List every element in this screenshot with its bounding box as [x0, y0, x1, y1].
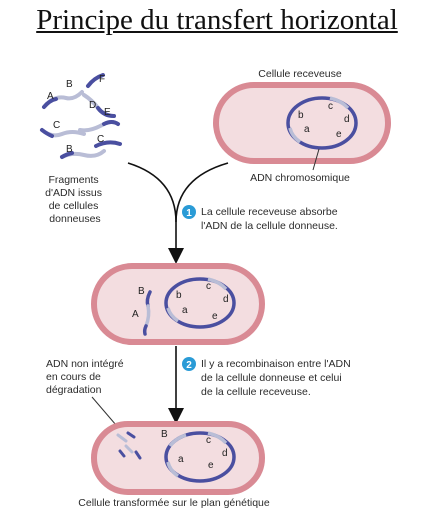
cell2-gene-label: A — [132, 309, 139, 320]
cell2-gene-label: d — [223, 294, 229, 305]
cell2-gene-label: b — [176, 290, 182, 301]
fragment-gene-label: B — [66, 79, 73, 90]
cell2-gene-label: a — [182, 305, 188, 316]
chromosomal-dna-pointer — [312, 148, 320, 171]
cell2-gene-label: e — [212, 311, 218, 322]
receiving-cell — [213, 82, 391, 164]
non-integrated-dna-label: ADN non intégré en cours de dégradation — [46, 358, 127, 396]
fragments-label: Fragments d'ADN issus de cellules donneu… — [45, 174, 105, 225]
fragment-gene-label: A — [47, 91, 54, 102]
transformed-cell-label: Cellule transformée sur le plan génétiqu… — [78, 497, 270, 509]
fragment-gene-label: D — [89, 100, 96, 111]
svg-text:1: 1 — [186, 208, 192, 219]
cell3-gene-label: c — [206, 435, 211, 446]
chromosomal-dna-label: ADN chromosomique — [250, 172, 350, 184]
cell1-gene-label: e — [336, 129, 342, 140]
cell3-gene-label: a — [178, 454, 184, 465]
cell2-gene-label: B — [138, 286, 145, 297]
cell1-gene-label: c — [328, 101, 333, 112]
cell1-gene-label: d — [344, 114, 350, 125]
step-1-text: La cellule receveuse absorbe l'ADN de la… — [201, 206, 341, 232]
page-title: Principe du transfert horizontal — [36, 4, 398, 36]
svg-text:2: 2 — [186, 360, 192, 371]
donor-dna-fragments — [40, 73, 122, 159]
cell2-gene-label: c — [206, 281, 211, 292]
step-2-text: Il y a recombinaison entre l'ADN de la c… — [201, 358, 354, 398]
fragment-gene-label: C — [97, 134, 104, 145]
step-1-badge: 1 — [182, 205, 196, 219]
cell3-gene-label: B — [161, 429, 168, 440]
cell3-gene-label: d — [222, 448, 228, 459]
converging-arrow — [127, 162, 229, 264]
step-2-badge: 2 — [182, 357, 196, 371]
cell3-gene-label: e — [208, 460, 214, 471]
cell1-gene-label: a — [304, 124, 310, 135]
fragment-gene-label: E — [104, 107, 111, 118]
fragment-gene-label: B — [66, 144, 73, 155]
cell1-gene-label: b — [298, 110, 304, 121]
receiving-cell-label: Cellule receveuse — [258, 68, 342, 80]
transformed-cell — [91, 421, 265, 495]
fragment-gene-label: F — [99, 74, 105, 85]
absorbing-cell — [91, 263, 265, 345]
fragment-gene-label: C — [53, 120, 60, 131]
